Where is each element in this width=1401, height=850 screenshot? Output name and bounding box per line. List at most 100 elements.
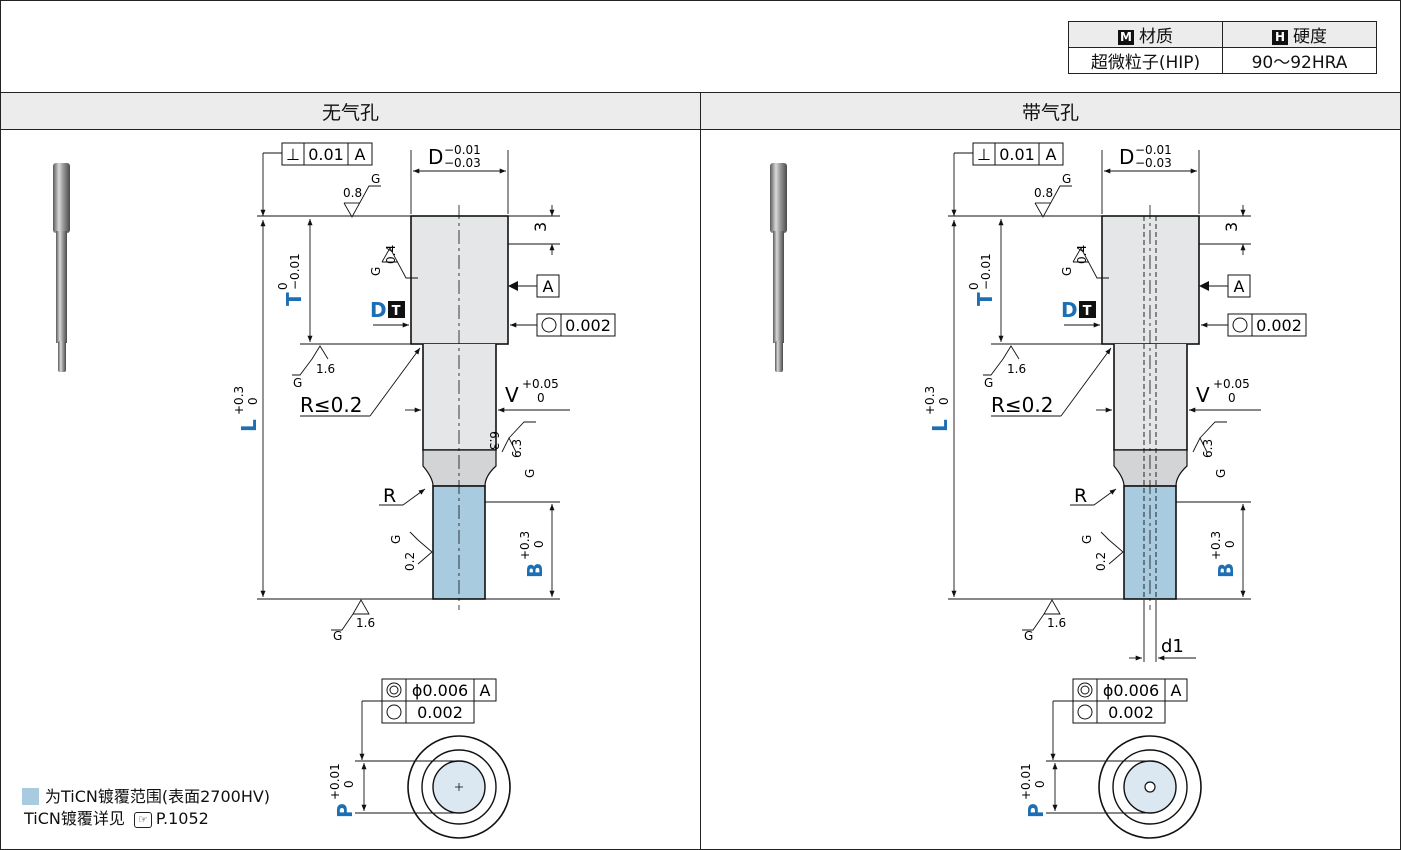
svg-text:B: B [1214,563,1238,578]
svg-text:0.4: 0.4 [384,245,398,264]
pin-photo [770,163,787,372]
svg-text:1.6: 1.6 [316,362,335,376]
material-value: 超微粒子(HIP) [1068,47,1223,74]
roughness-63-value: 6.3 [510,439,524,458]
svg-text:G: G [1214,469,1228,478]
datum-a-box [1227,274,1251,298]
svg-text:G: G [523,469,537,478]
hardness-icon: H [1272,30,1288,45]
svg-text:+0.3: +0.3 [1209,531,1223,560]
svg-text:A: A [1171,681,1182,700]
svg-text:ϕ0.006: ϕ0.006 [1103,681,1159,700]
svg-text:0.01: 0.01 [999,145,1035,164]
roughness-16-bottom-symbol [331,599,370,631]
svg-text:A: A [480,681,491,700]
svg-text:G: G [293,376,302,390]
svg-text:1.6: 1.6 [1047,616,1066,630]
perp-datum: A [355,145,366,164]
perp-icon: ⊥ [286,145,300,164]
end-view-no-vent [407,735,511,839]
hardness-header: 硬度 [1293,27,1327,47]
dim-l-label: L [237,419,261,432]
circularity-end-value: 0.002 [417,703,463,722]
dim-b-label: B [523,563,547,578]
hardness-value: 90～92HRA [1222,47,1377,74]
pin-drawing-no-vent: A ⊥ 0.01 A D −0.01 −0.03 0.8 G 0.4 G T 0… [53,142,616,839]
column-title-with-vent: 带气孔 [701,93,1400,129]
d-t-tag-letter: T [392,304,401,319]
svg-text:3: 3 [1222,222,1241,232]
coating-note: 为TiCN镀覆范围(表面2700HV) TiCN镀覆详见 ☞P.1052 [22,786,270,830]
concentricity-frame: ϕ0.006 A 0.002 [1072,678,1188,724]
dim-l-tol-upper: +0.3 [232,386,246,415]
svg-text:V: V [1196,383,1210,407]
coating-swatch [22,788,39,805]
end-view-with-vent [1098,735,1202,839]
perp-icon: ⊥ [977,145,991,164]
roughness-04-symbol: 0.4 G [1060,245,1109,279]
pin-drawing-with-vent: d1 A ⊥ 0.01 A D −0.01 −0.03 0.8 G 0.4 G … [770,142,1307,839]
svg-text:D: D [1119,145,1134,169]
dim-l-tol-lower: 0 [246,397,260,405]
pin-photo [53,163,70,372]
svg-text:G: G [1024,629,1033,643]
perp-value: 0.01 [308,145,344,164]
svg-text:T: T [973,292,997,306]
roughness-08-symbol [1034,185,1072,218]
dim-p-tol-upper: +0.01 [328,763,342,800]
end-view-dims [355,700,459,814]
roughness-08-label: 0.8 [343,186,362,200]
r-max-label: R≤0.2 [300,393,362,417]
end-view-dims [1046,700,1150,814]
circularity-icon [541,317,557,333]
r-label: R [383,485,396,507]
dim-p-label: P [333,803,357,818]
svg-text:1.6: 1.6 [1007,362,1026,376]
dim-v-tol-lower: 0 [537,391,545,405]
hardness-header-cell: H 硬度 [1222,21,1377,48]
svg-text:0: 0 [1223,540,1237,548]
svg-text:0.8: 0.8 [1034,186,1053,200]
roughness-63-symbol: 6.3 [487,421,536,453]
pin-neck [1113,449,1188,487]
material-header: 材质 [1139,27,1173,47]
dim-d-tagged-label: D [370,298,387,322]
pin-neck [422,449,497,487]
roughness-02-value: 0.2 [403,552,417,571]
roughness-63-symbol [1192,421,1227,453]
svg-text:R≤0.2: R≤0.2 [991,393,1053,417]
svg-text:T: T [1083,304,1092,319]
perpendicularity-frame: ⊥ 0.01 A [972,142,1064,166]
svg-text:0.2: 0.2 [1094,552,1108,571]
dim-d1-label: d1 [1161,636,1184,657]
svg-text:0: 0 [1228,391,1236,405]
perpendicularity-frame: ⊥ 0.01 A [281,142,373,166]
svg-text:G: G [1080,535,1094,544]
svg-text:0.002: 0.002 [1256,316,1302,335]
column-divider [700,92,701,850]
roughness-08-symbol [343,185,381,218]
circularity-frame: 0.002 [1227,313,1307,337]
roughness-02-symbol [409,531,433,565]
dim-b-tol-lower: 0 [532,540,546,548]
svg-text:0: 0 [967,282,981,290]
svg-text:R: R [1074,485,1087,507]
svg-text:A: A [1046,145,1057,164]
dim-b-tol-upper: +0.3 [518,531,532,560]
svg-text:G: G [1060,267,1074,276]
svg-text:0.002: 0.002 [1108,703,1154,722]
d-t-tag [388,301,405,318]
coating-note-line1: 为TiCN镀覆范围(表面2700HV) [22,786,270,808]
page-reference-link[interactable]: P.1052 [155,809,209,828]
concentricity-frame: ϕ0.006 A 0.002 [381,678,497,724]
concentricity-icon [386,682,402,698]
svg-text:−0.01: −0.01 [1135,143,1172,157]
dim-t-tol-upper: 0 [276,282,290,290]
pin-shank [1113,344,1188,451]
pin-shank [422,344,497,451]
svg-text:G: G [369,267,383,276]
svg-text:+0.01: +0.01 [1019,763,1033,800]
concentricity-icon [1077,682,1093,698]
pin-head [1101,215,1200,345]
dim-3-label: 3 [531,222,550,232]
